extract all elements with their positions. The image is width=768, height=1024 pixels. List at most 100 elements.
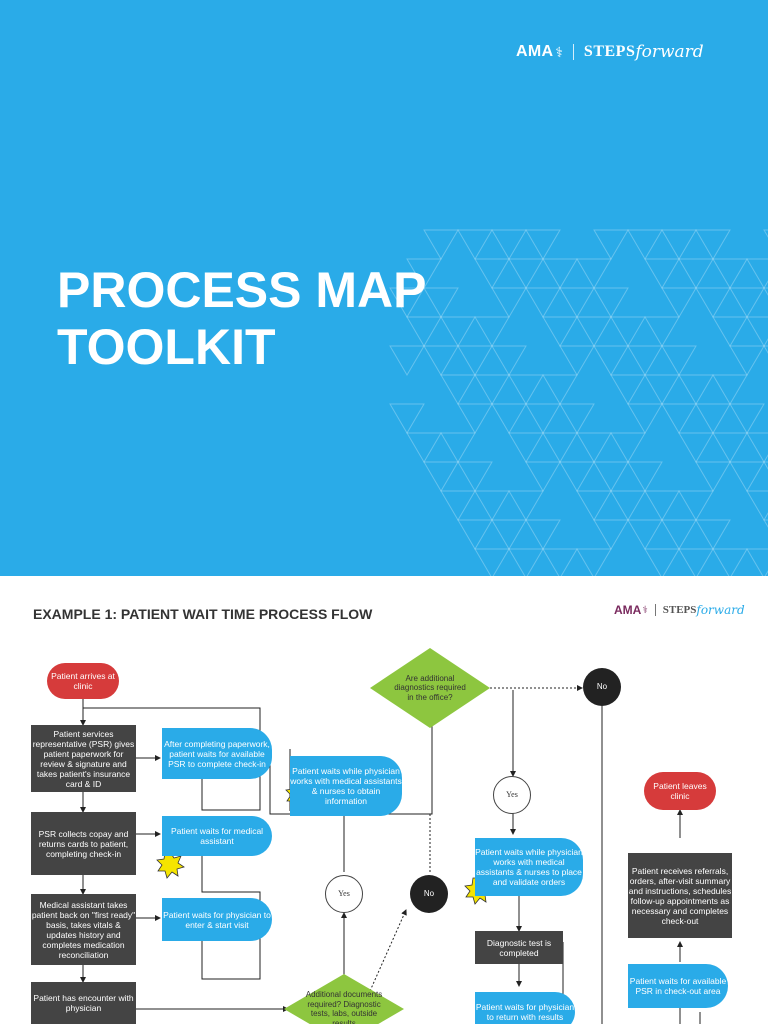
pattern-triangle	[508, 258, 544, 289]
pattern-triangle	[440, 432, 476, 463]
pattern-triangle	[559, 403, 595, 434]
pattern-triangle	[440, 374, 476, 405]
pattern-triangle	[729, 403, 765, 434]
pattern-triangle	[389, 287, 425, 318]
pattern-triangle	[508, 432, 544, 463]
pattern-triangle	[729, 345, 765, 376]
cover-slide: AMA ⚕ STEPS forward PROCESS MAP TOOLKIT	[0, 0, 768, 576]
pattern-triangle	[508, 548, 544, 576]
pattern-triangle	[525, 461, 561, 492]
pattern-triangle	[746, 548, 768, 576]
pattern-triangle	[644, 548, 680, 576]
pattern-triangle	[508, 490, 544, 521]
pattern-triangle	[712, 548, 748, 576]
pattern-triangle	[763, 345, 768, 354]
docs-required-label: Additional documents required? Diagnosti…	[305, 990, 383, 1024]
flow-connectors	[80, 648, 701, 1024]
pattern-triangle	[389, 403, 425, 434]
pattern-triangle	[644, 490, 680, 521]
pattern-triangle	[491, 403, 527, 434]
node-receives-checkout: Patient receives referrals, orders, afte…	[628, 853, 732, 938]
pattern-triangle	[627, 519, 663, 550]
pattern-triangle	[406, 432, 442, 463]
pattern-triangle	[576, 548, 612, 576]
pattern-triangle	[406, 316, 442, 347]
pattern-triangle	[610, 432, 646, 463]
steps-logo-text: STEPS	[662, 604, 697, 616]
node-psr-collects-copay: PSR collects copay and returns cards to …	[31, 812, 136, 875]
pattern-triangle	[559, 345, 595, 376]
pattern-triangle	[525, 229, 561, 260]
pattern-triangle	[712, 316, 748, 347]
pattern-triangle	[593, 345, 629, 376]
title-line-1: PROCESS MAP	[57, 262, 427, 318]
pattern-triangle	[593, 287, 629, 318]
cover-title: PROCESS MAP TOOLKIT	[57, 262, 427, 376]
pattern-triangle	[678, 490, 714, 521]
pattern-triangle	[627, 229, 663, 260]
node-waits-for-psr: After completing paperwork, patient wait…	[162, 728, 272, 779]
pattern-triangle	[661, 287, 697, 318]
pattern-triangle	[661, 403, 697, 434]
logo-divider	[654, 604, 656, 616]
pattern-triangle	[576, 432, 612, 463]
pattern-triangle	[712, 374, 748, 405]
forward-logo-text: forward	[696, 603, 745, 617]
pattern-triangle	[542, 374, 578, 405]
ama-stepsforward-logo-small: AMA ⚕ STEPS forward	[614, 603, 745, 617]
pattern-triangle	[610, 490, 646, 521]
pattern-triangle	[610, 316, 646, 347]
node-diagnostic-completed: Diagnostic test is completed	[475, 931, 563, 964]
pattern-triangle	[678, 432, 714, 463]
pattern-triangle	[661, 519, 697, 550]
pattern-triangle	[474, 258, 510, 289]
pattern-triangle	[474, 490, 510, 521]
pattern-triangle	[746, 316, 768, 347]
pattern-triangle	[491, 229, 527, 260]
pattern-triangle	[457, 345, 493, 376]
pattern-triangle	[763, 519, 768, 528]
pattern-triangle	[457, 519, 493, 550]
documents-decision-diamond	[284, 974, 404, 1024]
pattern-triangle	[542, 548, 578, 576]
pattern-triangle	[729, 461, 765, 492]
pattern-triangle	[508, 374, 544, 405]
pattern-triangle	[644, 374, 680, 405]
pattern-triangle	[423, 229, 459, 260]
pattern-triangle	[610, 374, 646, 405]
pattern-triangle	[593, 461, 629, 492]
pattern-triangle	[423, 461, 459, 492]
pattern-triangle	[542, 432, 578, 463]
node-psr-gives-paperwork: Patient services representative (PSR) gi…	[31, 725, 136, 792]
pattern-triangle	[695, 519, 731, 550]
pattern-triangle	[474, 374, 510, 405]
bottleneck-star-icon	[156, 851, 185, 879]
pattern-triangle	[627, 403, 663, 434]
pattern-triangle	[678, 258, 714, 289]
node-encounter-with-physician: Patient has encounter with physician	[31, 982, 136, 1024]
pattern-triangle	[559, 461, 595, 492]
steps-logo-text: STEPS	[583, 43, 636, 60]
pattern-triangle	[576, 316, 612, 347]
pattern-triangle	[423, 287, 459, 318]
pattern-triangle	[440, 490, 476, 521]
node-patient-leaves: Patient leaves clinic	[644, 772, 716, 810]
ama-logo-text: AMA	[516, 43, 554, 60]
pattern-triangle	[440, 316, 476, 347]
pattern-triangle	[661, 345, 697, 376]
example-heading: EXAMPLE 1: PATIENT WAIT TIME PROCESS FLO…	[33, 606, 373, 622]
pattern-triangle	[406, 258, 442, 289]
forward-logo-text: forward	[635, 42, 704, 62]
pattern-triangle	[457, 461, 493, 492]
pattern-triangle	[474, 316, 510, 347]
pattern-triangle	[695, 461, 731, 492]
pattern-triangle	[712, 432, 748, 463]
pattern-triangle	[627, 345, 663, 376]
triangle-pattern	[389, 229, 768, 576]
pattern-triangle	[746, 432, 768, 463]
node-patient-arrives: Patient arrives at clinic	[47, 663, 119, 699]
pattern-triangle	[559, 287, 595, 318]
ama-emblem-icon: ⚕	[642, 604, 648, 616]
pattern-triangle	[746, 490, 768, 521]
pattern-triangle	[474, 548, 510, 576]
